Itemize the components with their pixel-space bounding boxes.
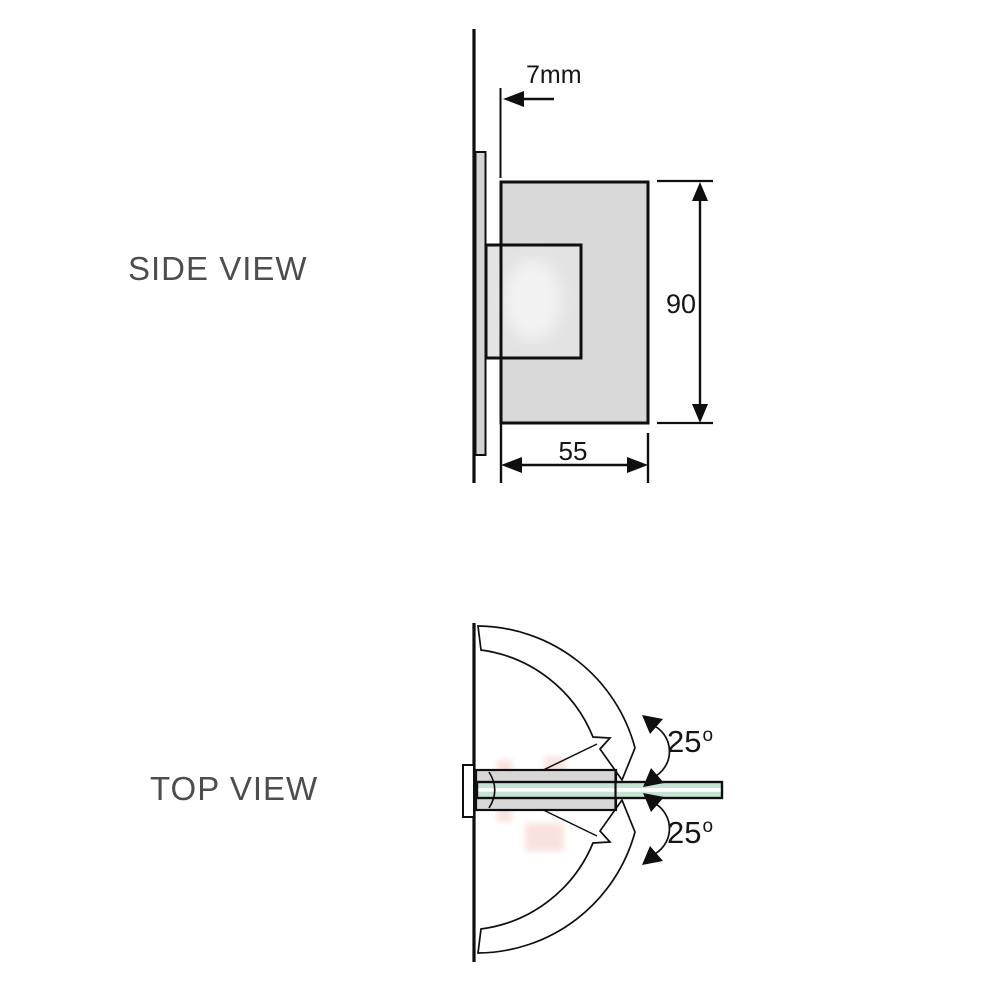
pivot-knuckle-arc (488, 771, 496, 809)
glass-layer-top (477, 783, 721, 789)
angle-arc-upper (649, 723, 671, 779)
side-view-drawing (472, 29, 713, 483)
angle-upper-arrowhead-top (642, 715, 663, 734)
dim-7mm-arrowhead-left (503, 91, 524, 107)
angle-upper-number: 25 (667, 724, 702, 759)
dim-55-arrowhead-left (501, 457, 522, 473)
glass-layer-bottom (477, 791, 721, 797)
watermark-fragment (525, 823, 564, 851)
wall-plate-top (462, 764, 475, 818)
angle-lower-label: 25o (667, 815, 713, 851)
angle-lower-arrowhead-bottom (642, 846, 663, 865)
glass-outline (475, 780, 724, 800)
door-swing-band-lower (477, 798, 636, 954)
top-view-title: TOP VIEW (150, 770, 319, 807)
glass-core (477, 788, 721, 792)
angle-lower-degree-symbol: o (702, 816, 714, 837)
dim-90-value: 90 (666, 289, 697, 319)
side-view-title: SIDE VIEW (128, 250, 308, 287)
angle-upper-degree-symbol: o (702, 725, 714, 746)
angle-arc-lower (649, 801, 671, 857)
backplate-side (474, 151, 487, 456)
dim-90-arrowhead-up (692, 182, 708, 201)
angle-upper-label: 25o (667, 724, 713, 760)
angle-lower-number: 25 (667, 815, 702, 850)
dim-55-arrowhead-right (627, 457, 648, 473)
dim-55-value: 55 (558, 436, 588, 466)
dim-7mm-value: 7mm (526, 61, 582, 89)
door-swing-band-upper (477, 625, 636, 782)
top-view-drawing (462, 623, 724, 962)
cover-plate-highlight (505, 260, 561, 340)
dim-90-arrowhead-down (692, 404, 708, 423)
angle-lower-arrowhead-top (643, 793, 664, 812)
angle-upper-arrowhead-bottom (643, 768, 664, 787)
